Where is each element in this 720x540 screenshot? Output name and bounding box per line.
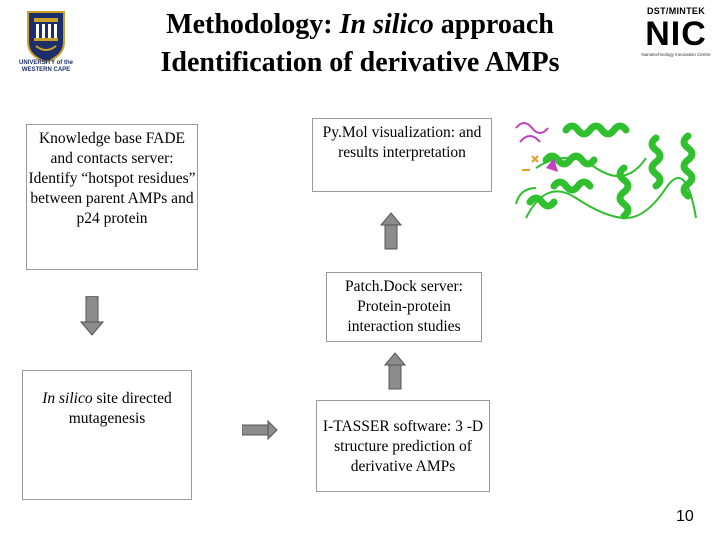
- mutagenesis-box: In silico site directed mutagenesis: [22, 370, 192, 500]
- university-logo: [6, 8, 86, 80]
- up-arrow-upper-icon: [380, 212, 402, 250]
- patchdock-box: Patch.Dock server: Protein-protein inter…: [326, 272, 482, 342]
- title-line-1: Methodology: In silico approach: [166, 9, 554, 40]
- right-arrow-icon: [242, 420, 278, 440]
- university-logo-text: UNIVERSITY of the WESTERN CAPE: [19, 60, 73, 73]
- itasser-box: I-TASSER software: 3 -D structure predic…: [316, 400, 490, 492]
- crest-icon: [27, 11, 65, 64]
- page-number: 10: [676, 508, 694, 525]
- slide-title: Methodology: In silico approach Identifi…: [110, 6, 610, 82]
- down-arrow-icon: [80, 296, 104, 336]
- protein-structure-image: [515, 122, 697, 220]
- knowledge-base-box: Knowledge base FADE and contacts server:…: [26, 124, 198, 270]
- nic-logo: DST/MINTEK NIC Nanotechnology Innovation…: [641, 6, 711, 57]
- knowledge-base-text: Knowledge base FADE and contacts server:…: [28, 130, 196, 227]
- up-arrow-lower-icon: [384, 352, 406, 390]
- pymol-box: Py.Mol visualization: and results interp…: [312, 118, 492, 192]
- title-line-2: Identification of derivative AMPs: [160, 47, 560, 78]
